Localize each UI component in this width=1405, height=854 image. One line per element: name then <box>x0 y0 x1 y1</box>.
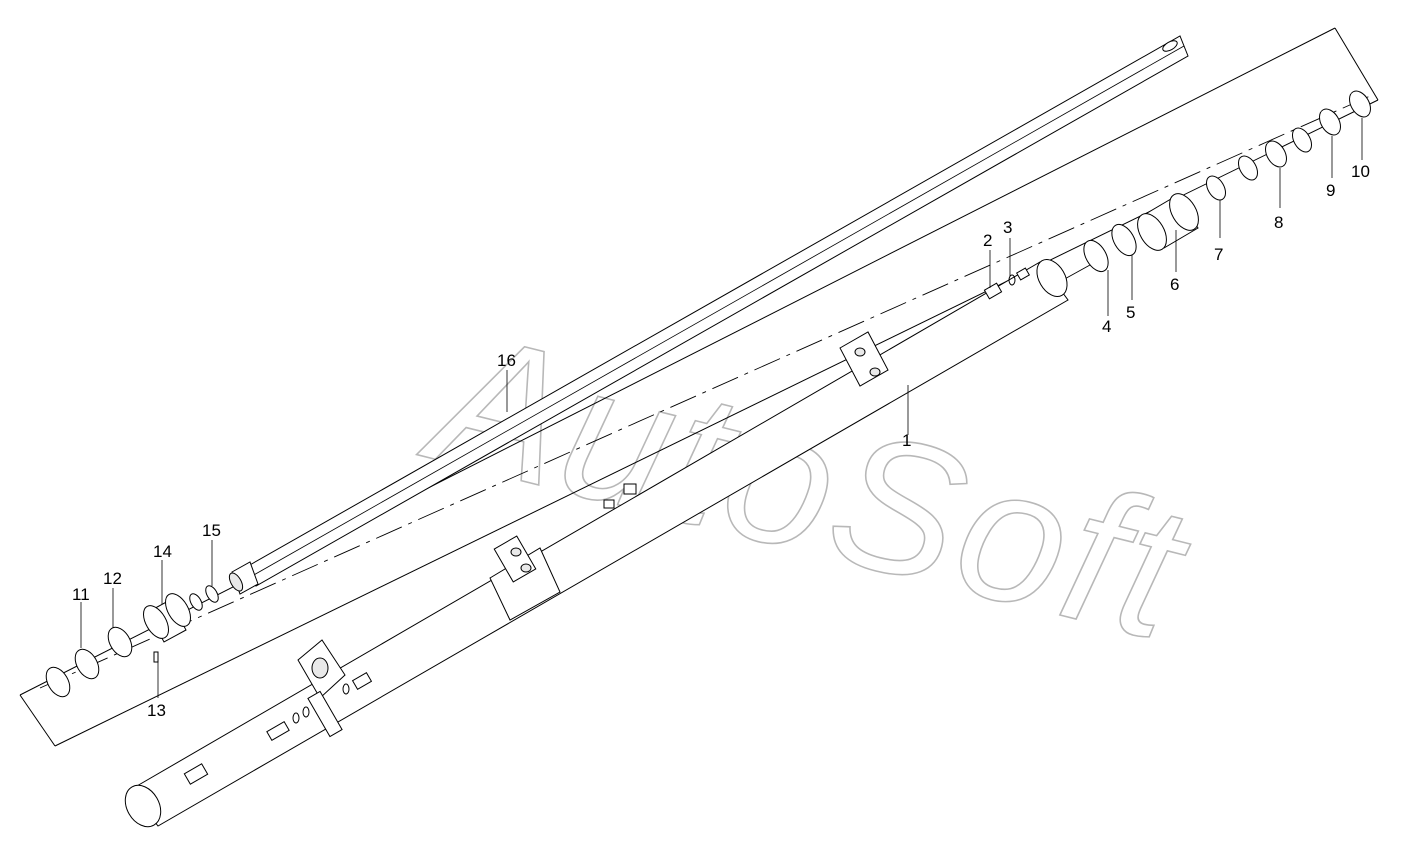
part-1-cylinder-barrel <box>124 258 1069 828</box>
callout-2: 2 <box>983 231 992 250</box>
part-14-piston <box>143 593 191 643</box>
callout-4: 4 <box>1102 317 1111 336</box>
callout-7: 7 <box>1214 245 1223 264</box>
part-3-seal-ring <box>1008 267 1031 286</box>
part-5-ring <box>1111 223 1137 257</box>
callout-1: 1 <box>902 431 911 450</box>
part-11-seal <box>45 648 100 698</box>
part-2-fitting <box>983 282 1003 300</box>
part-7-ring <box>1206 175 1226 201</box>
part-7b-ring <box>1238 155 1258 181</box>
part-9-seal <box>1319 108 1341 136</box>
callout-8: 8 <box>1274 213 1283 232</box>
part-15-rings <box>189 585 219 611</box>
callout-10: 10 <box>1351 162 1370 181</box>
callout-5: 5 <box>1126 303 1135 322</box>
part-8b-ring <box>1292 127 1312 153</box>
callout-13: 13 <box>147 701 166 720</box>
callout-14: 14 <box>153 542 172 561</box>
callout-9: 9 <box>1326 181 1335 200</box>
part-13-screw <box>153 651 159 663</box>
part-16-piston-rod <box>228 35 1189 595</box>
part-8-seal <box>1265 140 1287 168</box>
watermark: AutoSoft <box>406 289 1208 682</box>
callout-3: 3 <box>1003 218 1012 237</box>
leader-lines <box>80 118 1363 698</box>
part-10-wiper-ring <box>1349 90 1371 118</box>
part-12-ring <box>107 626 133 658</box>
callout-15: 15 <box>202 521 221 540</box>
callout-6: 6 <box>1170 275 1179 294</box>
callout-11: 11 <box>72 585 90 604</box>
part-6-gland-bushing <box>1137 193 1199 251</box>
callout-12: 12 <box>103 569 122 588</box>
callout-16: 16 <box>497 351 516 370</box>
part-4-ring <box>1083 239 1109 273</box>
callout-labels: 1 2 3 4 5 6 7 8 9 10 11 12 13 14 15 16 <box>72 162 1370 720</box>
